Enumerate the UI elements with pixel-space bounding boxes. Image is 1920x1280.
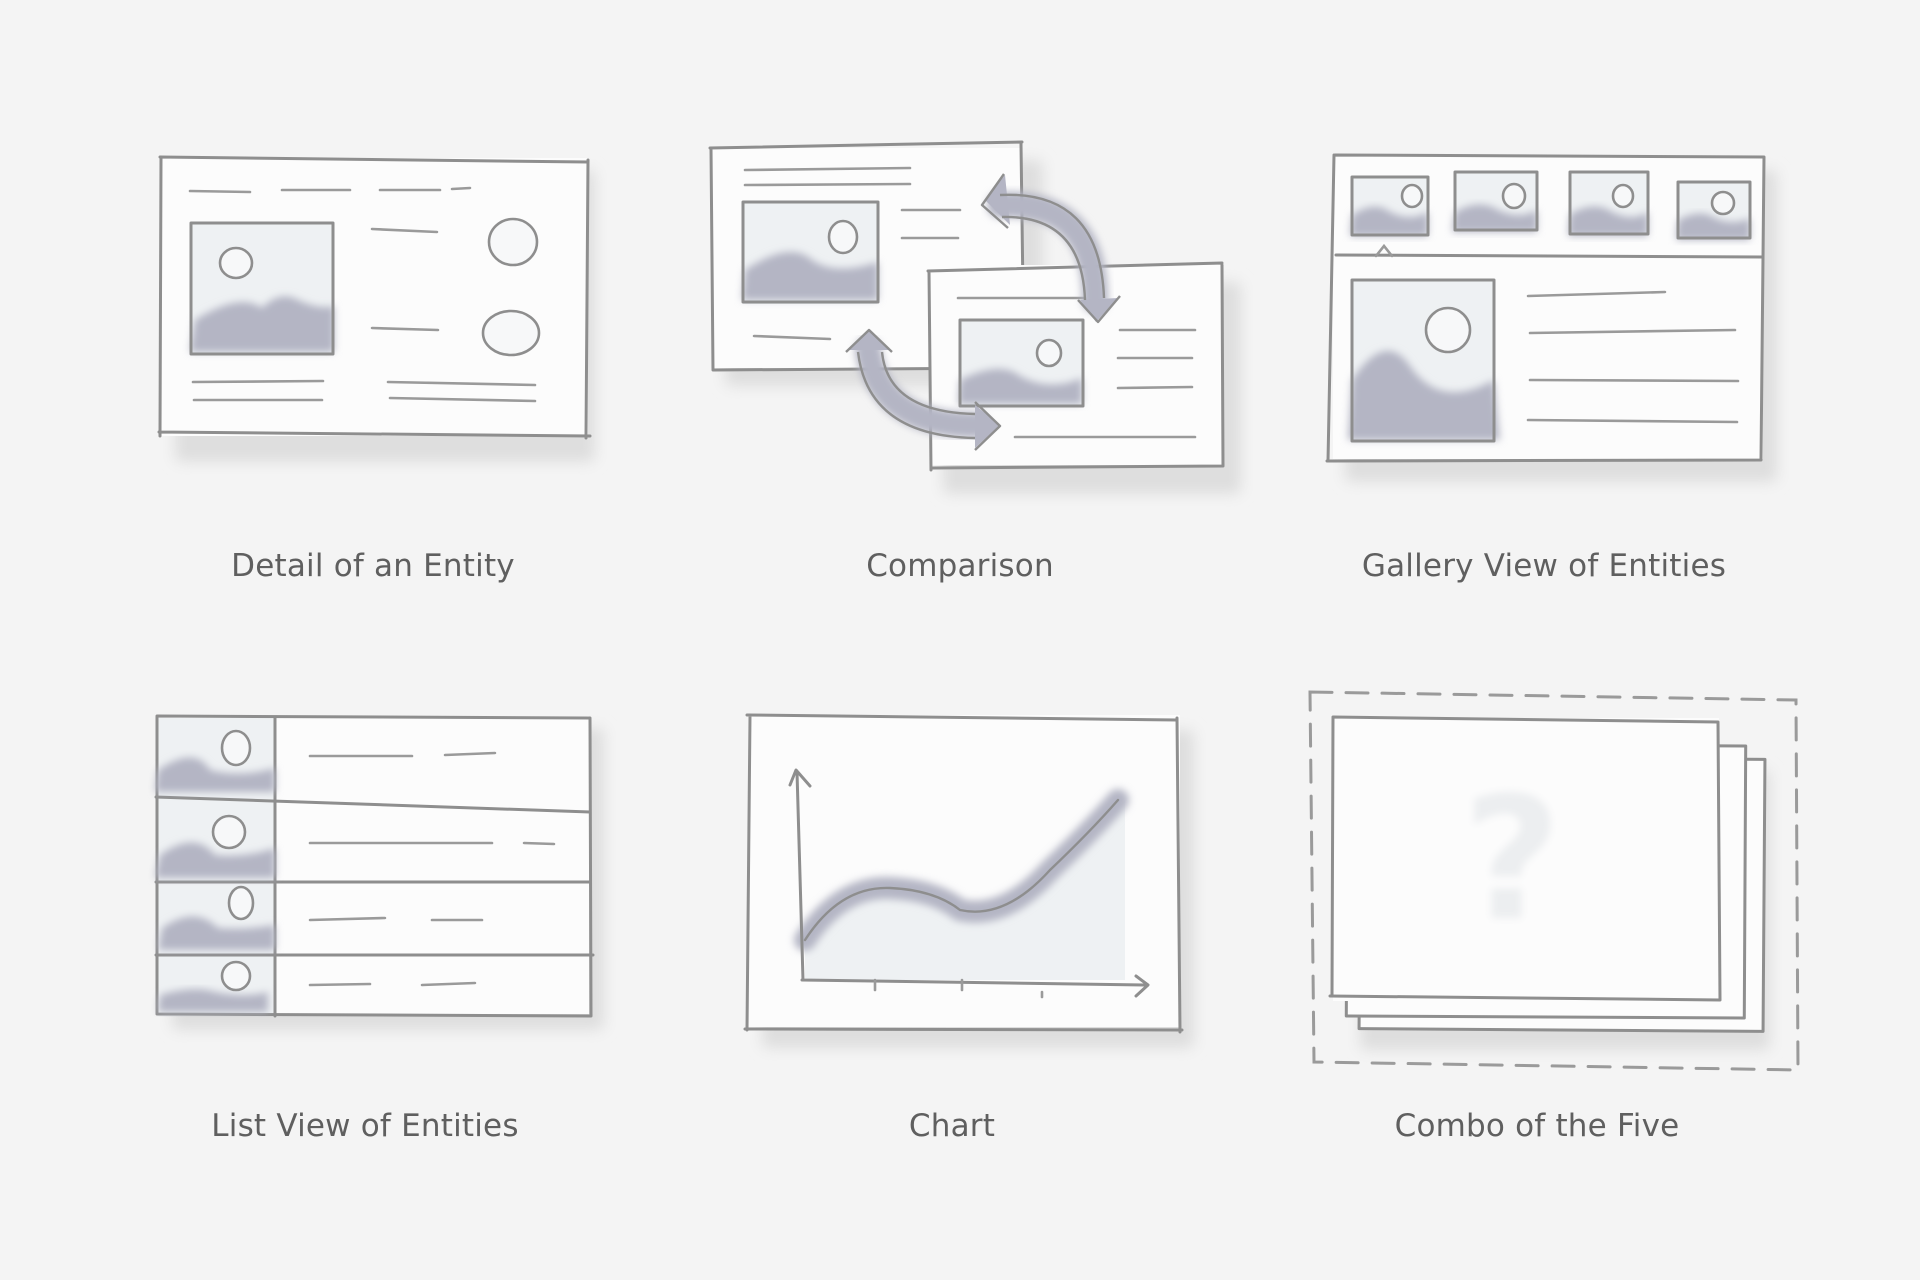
thumbnail-icon (1350, 175, 1430, 237)
chart-sketch (743, 713, 1194, 1048)
chart-axes (788, 768, 1150, 998)
detail-entity-sketch (157, 155, 595, 462)
caption-combo: Combo of the Five (1394, 1108, 1680, 1144)
thumbnail-icon (1452, 170, 1539, 232)
image-placeholder-icon (741, 200, 880, 304)
thumbnail-icon (155, 814, 275, 878)
avatar-icon (487, 217, 539, 267)
list-sketch (154, 714, 604, 1030)
caption-gallery: Gallery View of Entities (1361, 548, 1727, 584)
caption-comparison: Comparison (866, 548, 1054, 584)
question-mark-icon: ? (1463, 761, 1562, 959)
comparison-sketch (708, 140, 1241, 494)
image-placeholder-icon (189, 221, 335, 356)
thumbnail-icon (1568, 170, 1650, 236)
caption-detail: Detail of an Entity (231, 548, 515, 584)
image-placeholder-icon (958, 318, 1085, 408)
thumbnail-icon (1676, 180, 1752, 240)
thumbnail-icon (158, 885, 275, 950)
caption-list: List View of Entities (211, 1108, 519, 1144)
image-placeholder-icon (1348, 278, 1500, 443)
caption-chart: Chart (908, 1108, 996, 1144)
gallery-sketch (1325, 153, 1777, 482)
swap-arrows-icon (845, 173, 1121, 451)
avatar-icon (481, 309, 541, 357)
thumbnail-icon (158, 960, 268, 1012)
thumbnail-icon (155, 729, 275, 792)
combo-sketch: ? (1308, 690, 1800, 1072)
